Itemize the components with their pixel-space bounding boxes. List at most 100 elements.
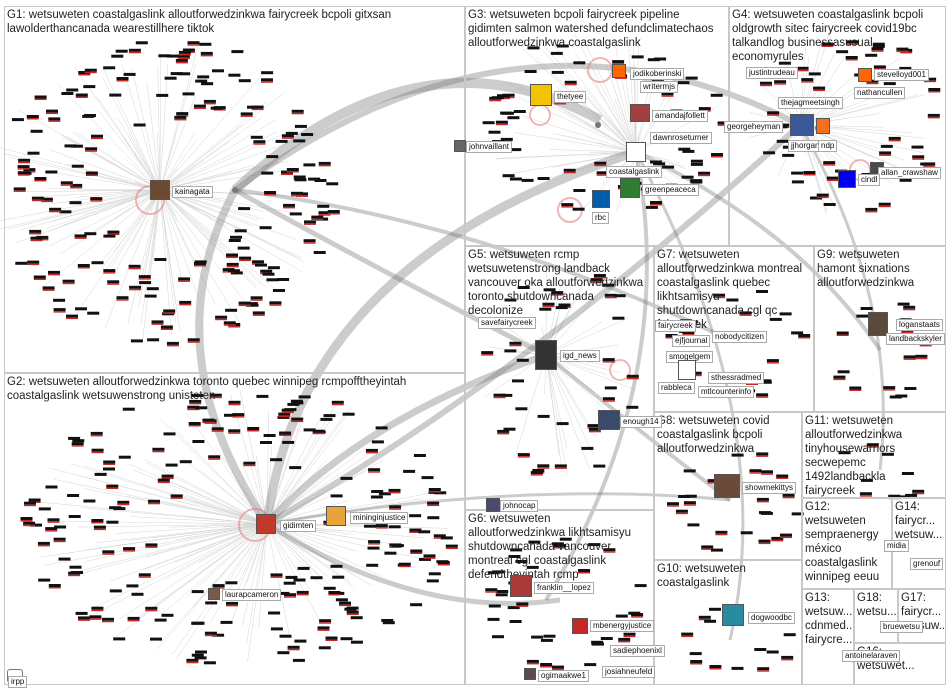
vertex-node	[593, 274, 606, 277]
node-label-savefairycreek[interactable]: savefairycreek	[478, 317, 536, 329]
node-label-dawnroseturner[interactable]: dawnroseturner	[650, 132, 712, 144]
node-label-loganstaats[interactable]: loganstaats	[896, 319, 943, 331]
node-label-nobodycitizen[interactable]: nobodycitizen	[712, 331, 767, 343]
node-label-bruewetsu[interactable]: bruewetsu	[880, 621, 923, 633]
vertex-node-mark	[106, 487, 119, 490]
node-label-coastalgaslink[interactable]: coastalgaslink	[606, 166, 663, 178]
node-avatar-rabbleca[interactable]	[678, 360, 696, 380]
vertex-node	[212, 633, 225, 637]
node-label-ejfjournal[interactable]: ejfjournal	[672, 335, 711, 347]
node-label-laurapcameron[interactable]: laurapcameron	[222, 589, 282, 601]
vertex-node-mark	[912, 158, 925, 160]
vertex-node	[331, 400, 344, 404]
node-label-sadiephoenixl[interactable]: sadiephoenixl	[610, 645, 665, 657]
node-avatar-miningjustice[interactable]	[326, 506, 346, 526]
vertex-node-mark	[339, 604, 351, 607]
node-avatar-loganstaats[interactable]	[868, 312, 888, 336]
node-avatar-cindl[interactable]	[838, 170, 856, 188]
node-label-fairycreek[interactable]: fairycreek	[655, 320, 696, 332]
node-label-landbackskyler[interactable]: landbackskyler	[886, 333, 945, 345]
node-label-stevelloyd001[interactable]: stevelloyd001	[874, 69, 929, 81]
node-label-irpp[interactable]: irpp	[8, 676, 28, 688]
node-avatar-johnvaillant[interactable]	[454, 140, 466, 152]
spoke-edge	[799, 46, 806, 126]
node-label-miningjustice[interactable]: mininginjustice	[350, 512, 409, 524]
vertex-node-mark	[346, 613, 359, 616]
vertex-node	[283, 203, 295, 207]
node-label-kainagata[interactable]: kainagata	[172, 186, 213, 198]
node-avatar-franklin-lopez[interactable]	[510, 575, 532, 597]
node-label-ogimaakwe1[interactable]: ogimaakwe1	[538, 670, 589, 682]
vertex-node	[138, 275, 151, 279]
node-avatar-greenpeaceca[interactable]	[620, 178, 640, 198]
node-avatar-stevelloyd001[interactable]	[858, 68, 872, 82]
node-avatar-dogwoodbc[interactable]	[722, 604, 744, 626]
node-avatar-amandajfollett[interactable]	[630, 104, 650, 122]
node-label-mtlcounterinfo[interactable]: mtlcounterinfo	[698, 386, 755, 398]
node-avatar-gidimten[interactable]	[256, 514, 276, 534]
node-label-amandajfollett[interactable]: amandajfollett	[652, 110, 708, 122]
node-label-sthessradmed[interactable]: sthessradmed	[708, 372, 765, 384]
node-label-nathancullen[interactable]: nathancullen	[854, 87, 906, 99]
node-label-justintrudeau[interactable]: justintrudeau	[746, 67, 798, 79]
vertex-node-mark	[368, 471, 381, 473]
node-label-thejagmeetsingh[interactable]: thejagmeetsingh	[778, 97, 843, 109]
vertex-node	[310, 576, 323, 580]
node-avatar-showmekittys[interactable]	[714, 474, 740, 498]
node-label-enough14[interactable]: enough14	[620, 416, 662, 428]
vertex-node-mark	[756, 455, 769, 457]
node-label-greenpeaceca[interactable]: greenpeaceca	[642, 184, 699, 196]
vertex-node-mark	[915, 357, 928, 360]
node-label-dogwoodbc[interactable]: dogwoodbc	[748, 612, 795, 624]
node-avatar-rbc[interactable]	[592, 190, 610, 208]
node-label-showmekittys[interactable]: showmekittys	[742, 482, 797, 494]
node-label-antoinelaraven[interactable]: antoinelaraven	[842, 650, 901, 662]
node-avatar-johnocap[interactable]	[486, 498, 500, 512]
vertex-node	[517, 286, 530, 289]
node-avatar-mbenergyjustice[interactable]	[572, 618, 588, 634]
node-label-johnvaillant[interactable]: johnvaillant	[466, 141, 513, 153]
node-label-gidimten[interactable]: gidimten	[280, 520, 317, 532]
node-label-josiahneufeld[interactable]: josiahneufeld	[602, 666, 656, 678]
node-label-grenouf[interactable]: grenouf	[910, 558, 944, 570]
node-label-cindl[interactable]: cindl	[858, 174, 881, 186]
node-label-rabbleca[interactable]: rabbleca	[658, 382, 695, 394]
node-avatar-jodikoberinski[interactable]	[612, 64, 626, 78]
node-avatar-igd-news[interactable]	[535, 340, 557, 370]
node-label-mbenergyjustice[interactable]: mbenergyjustice	[590, 620, 655, 632]
vertex-node-mark	[602, 400, 615, 402]
vertex-node	[163, 432, 176, 436]
node-label-rbc[interactable]: rbc	[592, 212, 610, 224]
vertex-node	[559, 537, 572, 541]
vertex-node	[330, 494, 343, 498]
node-label-johnocap[interactable]: johnocap	[500, 500, 539, 512]
node-avatar-thetyee[interactable]	[530, 84, 552, 106]
vertex-node-mark	[107, 233, 120, 236]
spoke-edge	[159, 189, 257, 287]
node-label-thetyee[interactable]: thetyee	[554, 91, 587, 103]
node-avatar-laurapcameron[interactable]	[208, 588, 220, 600]
node-avatar-coastalgaslink[interactable]	[626, 142, 646, 162]
node-label-igd-news[interactable]: igd_news	[560, 350, 600, 362]
vertex-node	[388, 488, 401, 492]
node-label-allan-crawshaw[interactable]: allan_crawshaw	[878, 167, 941, 179]
vertex-node-mark	[561, 206, 574, 208]
node-avatar-enough14[interactable]	[598, 410, 620, 430]
node-label-ndp[interactable]: ndp	[818, 140, 838, 152]
vertex-node	[45, 527, 58, 531]
spoke-edge	[239, 390, 268, 525]
node-label-midia[interactable]: midia	[884, 540, 910, 552]
node-label-franklin-lopez[interactable]: franklin__lopez	[534, 582, 594, 594]
node-label-georgeheyman[interactable]: georgeheyman	[724, 121, 784, 133]
vertex-node-mark	[375, 527, 388, 529]
vertex-node	[234, 229, 247, 233]
node-avatar-jjhorgan[interactable]	[790, 114, 814, 136]
node-avatar-ndp[interactable]	[816, 118, 830, 134]
node-label-writermjs[interactable]: writermjs	[640, 81, 678, 93]
node-avatar-ogimaakwe1[interactable]	[524, 668, 536, 680]
vertex-node-mark	[846, 43, 859, 45]
node-label-jodikoberinski[interactable]: jodikoberinski	[630, 68, 685, 80]
node-avatar-kainagata[interactable]	[150, 180, 170, 200]
vertex-node	[30, 129, 43, 133]
vertex-node	[645, 205, 658, 209]
